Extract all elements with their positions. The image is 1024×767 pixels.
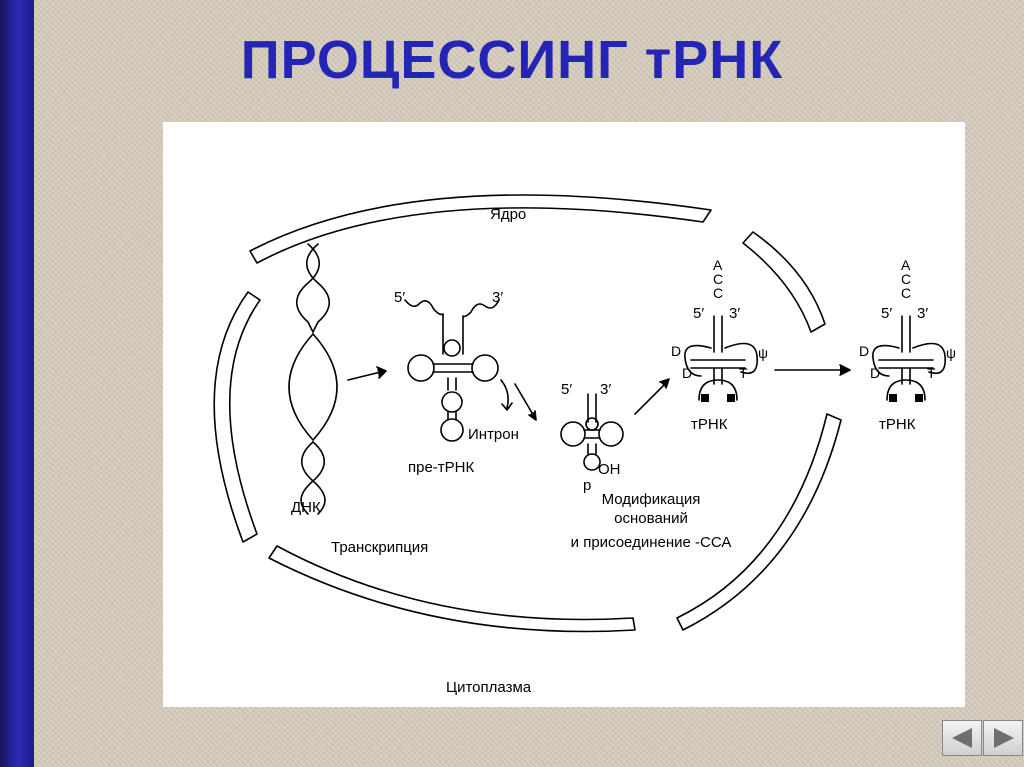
mature-trna-2 — [872, 315, 946, 401]
trna2-d-inner: D — [870, 365, 880, 381]
trna2-t-loop: T — [927, 365, 936, 381]
anticodon-squares-1 — [701, 394, 735, 402]
intron-arrow-1-head — [501, 402, 513, 411]
arrow-head-3 — [839, 364, 851, 376]
arrow-right-icon — [994, 728, 1014, 748]
arrow-head-2 — [659, 378, 670, 389]
transcription-label: Транскрипция — [331, 539, 428, 556]
arrow-left-icon — [952, 728, 972, 748]
dna-helix — [288, 243, 338, 515]
trna1-cca-c2: C — [713, 285, 723, 301]
intron-arrow-1 — [500, 379, 509, 409]
diagram-panel: Ядро ДНК Транскрипция 5′ 3′ пре-тРНК Инт… — [163, 122, 965, 707]
anticodon-squares-2 — [889, 394, 923, 402]
trna2-cca-c2: C — [901, 285, 911, 301]
intermediate-trna-structure — [560, 393, 624, 471]
trna1-label: тРНК — [691, 416, 728, 433]
modification-line-3: и присоединение -ССА — [571, 534, 732, 551]
intron-arrow-2 — [514, 383, 536, 419]
intermediate-5-end: 5′ — [561, 381, 572, 398]
dna-label: ДНК — [291, 499, 321, 516]
arrow-modification — [634, 380, 669, 415]
intron-arrow-2-head — [528, 410, 537, 421]
trna2-cca-c1: C — [901, 271, 911, 287]
intron-label: Интрон — [468, 426, 519, 443]
trna2-3-end: 3′ — [917, 305, 928, 322]
trna1-cca-a: A — [713, 257, 723, 273]
trna2-cca-a: A — [901, 257, 911, 273]
nucleus-label: Ядро — [490, 206, 526, 223]
mature-trna-1 — [684, 315, 758, 401]
modification-line-2: оснований — [614, 510, 688, 527]
trna2-5-end: 5′ — [881, 305, 892, 322]
trna1-cca-c1: C — [713, 271, 723, 287]
trna1-psi: ψ — [758, 345, 768, 361]
trna1-d-inner: D — [682, 365, 692, 381]
trna2-d-outer: D — [859, 343, 869, 359]
cytoplasm-label: Цитоплазма — [446, 679, 532, 696]
phosphate-label: p — [583, 477, 591, 494]
trna-processing-diagram: Ядро ДНК Транскрипция 5′ 3′ пре-тРНК Инт… — [213, 194, 956, 696]
trna1-t-loop: T — [739, 365, 748, 381]
prev-slide-button[interactable] — [942, 720, 982, 756]
pre-trna-structure — [404, 299, 500, 442]
side-accent-bar — [0, 0, 34, 767]
modification-line-1: Модификация — [602, 491, 701, 508]
hydroxyl-label: OH — [598, 461, 621, 478]
pre-trna-label: пре-тРНК — [408, 459, 475, 476]
trna2-psi: ψ — [946, 345, 956, 361]
arrow-head — [376, 366, 387, 379]
pre-trna-3-end: 3′ — [492, 289, 503, 306]
trna2-label: тРНК — [879, 416, 916, 433]
pre-trna-5-end: 5′ — [394, 289, 405, 306]
nuclear-envelope — [213, 194, 842, 633]
trna1-3-end: 3′ — [729, 305, 740, 322]
next-slide-button[interactable] — [983, 720, 1023, 756]
trna1-5-end: 5′ — [693, 305, 704, 322]
slide-title: ПРОЦЕССИНГ тРНК — [240, 30, 784, 90]
trna1-d-outer: D — [671, 343, 681, 359]
intermediate-3-end: 3′ — [600, 381, 611, 398]
